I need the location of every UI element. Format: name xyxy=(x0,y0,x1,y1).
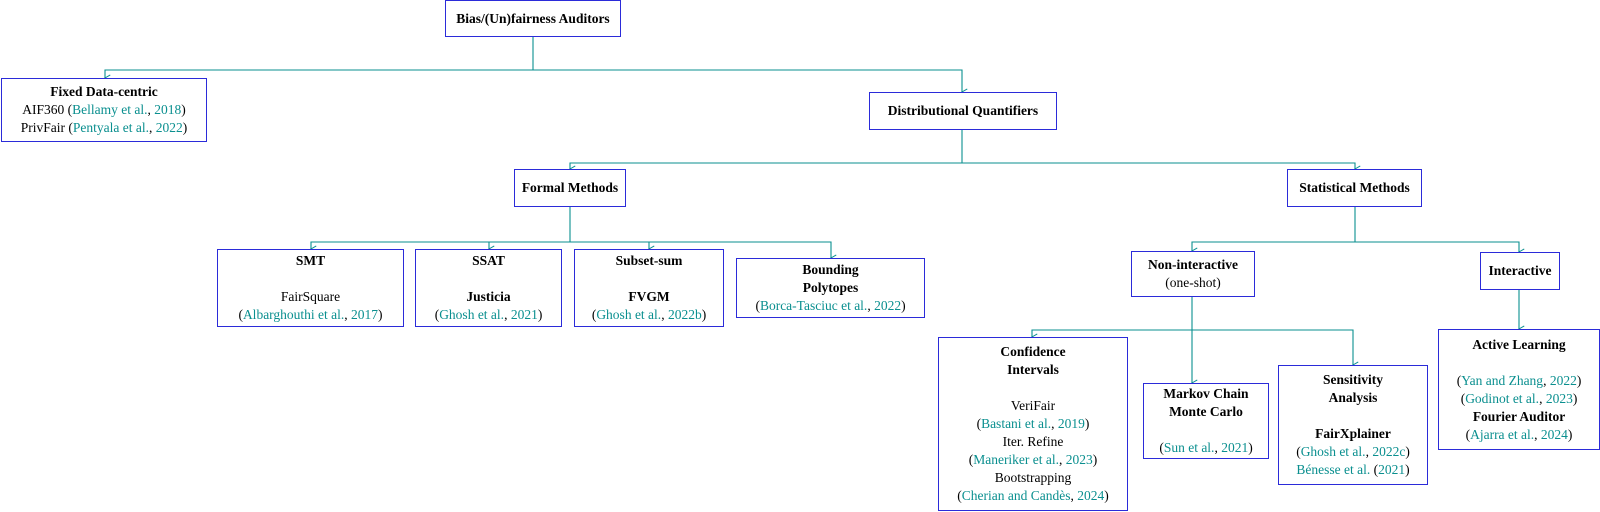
distributional-quantifiers-node: Distributional Quantifiers xyxy=(869,92,1057,130)
nonint-title: Non-interactive xyxy=(1148,257,1238,272)
subset-tool: FVGM xyxy=(628,289,670,304)
ssat-title: SSAT xyxy=(472,253,505,268)
bounding-title-2: Polytopes xyxy=(802,280,859,295)
mcmc-node: Markov Chain Monte Carlo (Sun et al., 20… xyxy=(1143,383,1269,459)
edge-formal-ssat xyxy=(489,241,570,249)
subset-title: Subset-sum xyxy=(615,253,683,268)
statistical-methods-node: Statistical Methods xyxy=(1287,169,1422,207)
smt-title: SMT xyxy=(295,253,326,268)
root-node: Bias/(Un)fairness Auditors xyxy=(445,0,621,37)
conf-ref-verifair: (Bastani et al., 2019) xyxy=(976,416,1090,431)
subset-sum-node: Subset-sum FVGM (Ghosh et al., 2022b) xyxy=(574,249,724,327)
ssat-ref: (Ghosh et al., 2021) xyxy=(434,307,543,322)
fixed-ref-aif360: AIF360 (Bellamy et al., 2018) xyxy=(22,102,186,117)
conf-title-2: Intervals xyxy=(1007,362,1059,377)
sens-tool: FairXplainer xyxy=(1315,426,1391,441)
conf-item-iter-refine: Iter. Refine xyxy=(1002,434,1064,449)
edge-formal-subset xyxy=(570,241,649,249)
edge-nonint-sens xyxy=(1192,329,1353,365)
formal-title: Formal Methods xyxy=(521,180,619,195)
edge-stat-nonint xyxy=(1192,206,1356,251)
conf-item-bootstrapping: Bootstrapping xyxy=(994,470,1072,485)
subset-ref: (Ghosh et al., 2022b) xyxy=(591,307,707,322)
edge-root-fixed xyxy=(105,36,534,78)
dist-title: Distributional Quantifiers xyxy=(887,103,1039,118)
interactive-node: Interactive xyxy=(1480,252,1560,290)
bounding-ref: (Borca-Tasciuc et al., 2022) xyxy=(755,298,906,313)
smt-node: SMT FairSquare (Albarghouthi et al., 201… xyxy=(217,249,404,327)
active-ref-godinot: (Godinot et al., 2023) xyxy=(1460,390,1578,406)
fixed-data-centric-node: Fixed Data-centric AIF360 (Bellamy et al… xyxy=(1,78,207,142)
sens-ref-benesse: Bénesse et al. (2021) xyxy=(1296,462,1410,477)
non-interactive-node: Non-interactive (one-shot) xyxy=(1131,251,1255,297)
root-title: Bias/(Un)fairness Auditors xyxy=(456,10,610,26)
inter-title: Interactive xyxy=(1488,263,1552,278)
mcmc-title-2: Monte Carlo xyxy=(1169,404,1243,419)
active-tool-fourier: Fourier Auditor xyxy=(1472,408,1566,424)
sensitivity-analysis-node: Sensitivity Analysis FairXplainer (Ghosh… xyxy=(1278,365,1428,485)
edge-formal-bounding xyxy=(570,241,831,258)
ssat-node: SSAT Justicia (Ghosh et al., 2021) xyxy=(415,249,562,327)
sens-title-2: Analysis xyxy=(1328,390,1378,405)
bounding-title-1: Bounding xyxy=(802,262,859,277)
confidence-intervals-node: Confidence Intervals VeriFair (Bastani e… xyxy=(938,337,1128,511)
edge-formal-smt xyxy=(311,206,571,249)
sens-title-1: Sensitivity xyxy=(1322,372,1383,387)
smt-tool: FairSquare xyxy=(280,289,341,304)
mcmc-title-1: Markov Chain xyxy=(1163,386,1249,401)
sens-ref-ghosh: (Ghosh et al., 2022c) xyxy=(1296,444,1410,459)
active-ref-ajarra: (Ajarra et al., 2024) xyxy=(1465,426,1573,442)
bounding-polytopes-node: Bounding Polytopes (Borca-Tasciuc et al.… xyxy=(736,258,925,318)
edge-stat-inter xyxy=(1355,241,1519,252)
active-learning-node: Active Learning (Yan and Zhang, 2022) (G… xyxy=(1438,329,1600,450)
conf-item-verifair: VeriFair xyxy=(1010,398,1056,413)
edge-root-dist xyxy=(533,69,962,92)
fixed-title: Fixed Data-centric xyxy=(50,84,158,99)
formal-methods-node: Formal Methods xyxy=(514,169,626,207)
mcmc-ref: (Sun et al., 2021) xyxy=(1159,440,1253,455)
stat-title: Statistical Methods xyxy=(1299,180,1410,195)
conf-ref-iter-refine: (Maneriker et al., 2023) xyxy=(968,452,1098,467)
fixed-ref-privfair: PrivFair (Pentyala et al., 2022) xyxy=(20,120,188,135)
edge-nonint-conf xyxy=(1032,296,1193,337)
active-title: Active Learning xyxy=(1472,336,1566,352)
ssat-tool: Justicia xyxy=(466,289,511,304)
nonint-subtitle: (one-shot) xyxy=(1165,275,1221,290)
edge-dist-stat xyxy=(962,162,1355,169)
smt-ref: (Albarghouthi et al., 2017) xyxy=(238,307,383,322)
edge-dist-formal xyxy=(570,129,963,169)
active-ref-yan: (Yan and Zhang, 2022) xyxy=(1456,372,1582,388)
conf-title-1: Confidence xyxy=(1000,344,1066,359)
conf-ref-bootstrapping: (Cherian and Candès, 2024) xyxy=(957,488,1109,503)
